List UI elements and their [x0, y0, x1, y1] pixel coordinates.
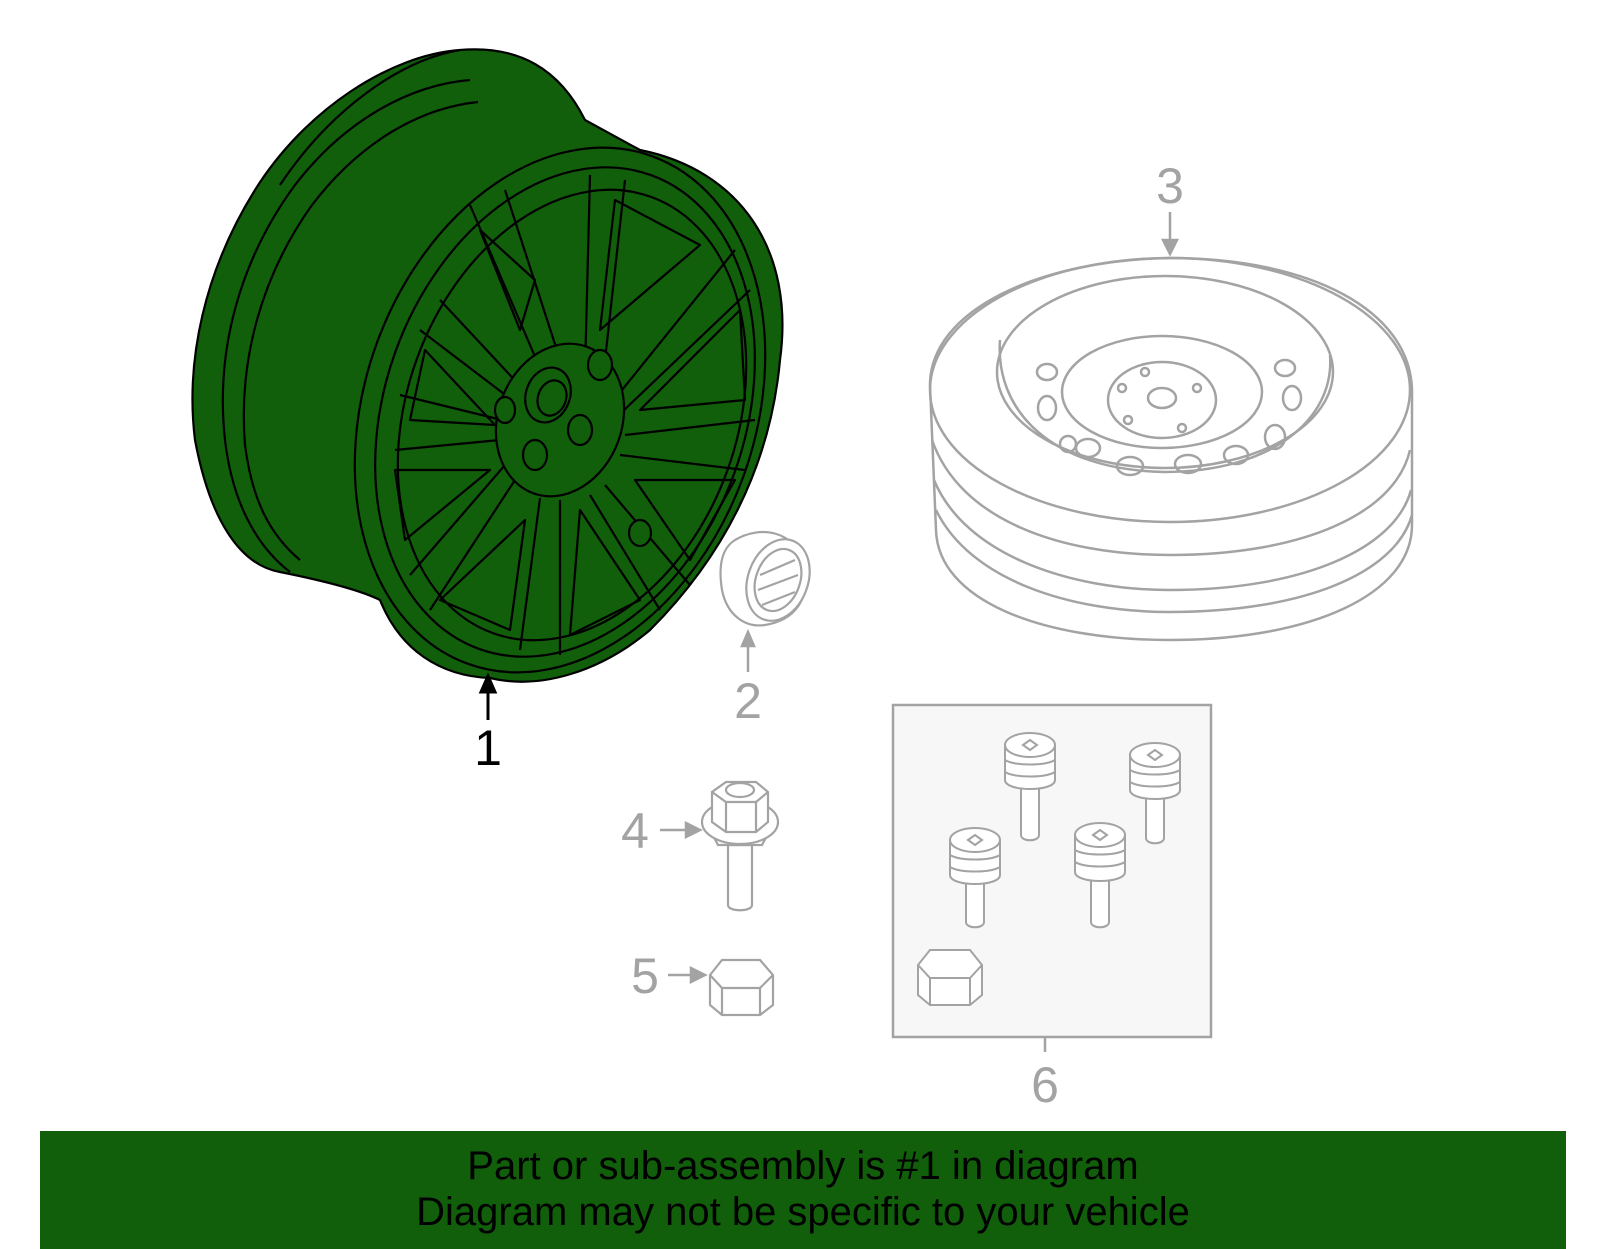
callout-2[interactable]: 2 [734, 673, 762, 729]
spare-wheel-part-3[interactable] [928, 256, 1414, 642]
wheel-part-1[interactable] [191, 48, 836, 730]
leader-5 [668, 965, 708, 985]
leader-3 [1160, 212, 1180, 257]
center-cap-part-2[interactable] [719, 530, 821, 629]
callout-5[interactable]: 5 [631, 948, 659, 1004]
wheel-bolt-part-4[interactable] [700, 780, 780, 912]
banner-line-2: Diagram may not be specific to your vehi… [416, 1190, 1190, 1234]
callout-1[interactable]: 1 [474, 720, 502, 776]
callout-4[interactable]: 4 [621, 803, 649, 859]
callout-6[interactable]: 6 [1031, 1057, 1059, 1113]
leader-1 [478, 672, 498, 720]
info-banner: Part or sub-assembly is #1 in diagram Di… [40, 1131, 1566, 1249]
banner-line-1: Part or sub-assembly is #1 in diagram [467, 1144, 1139, 1188]
leader-4 [660, 820, 703, 840]
locking-bolt-kit-part-6[interactable] [891, 703, 1213, 1039]
callout-3[interactable]: 3 [1156, 158, 1184, 214]
leader-2 [740, 628, 756, 672]
bolt-cap-part-5[interactable] [708, 958, 775, 1017]
